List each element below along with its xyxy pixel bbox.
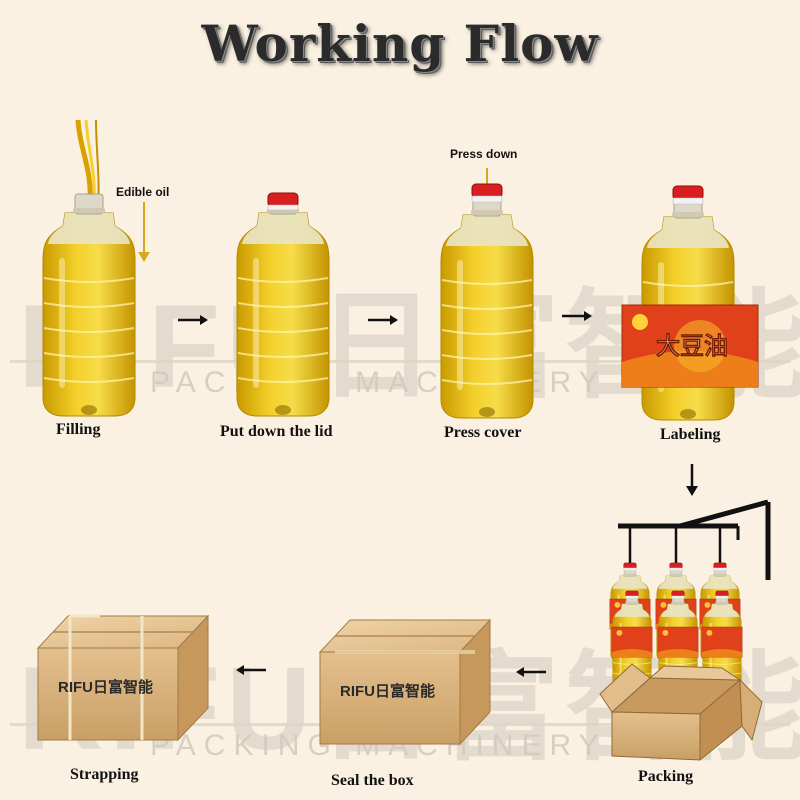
strapped-box-print: RIFU日富智能 (58, 679, 153, 696)
step-label-seal-box: Seal the box (331, 772, 414, 789)
lid-icon (267, 192, 299, 211)
step-label-strapping: Strapping (70, 766, 139, 783)
cap-labeled-icon (672, 185, 704, 205)
flow-arrow-4-head (686, 486, 698, 496)
flow-arrow-2 (366, 313, 400, 327)
open-box (599, 663, 763, 762)
packing-gantry (618, 499, 771, 580)
bottle-pressed (440, 195, 534, 419)
watermark-divider-top (10, 360, 790, 363)
page-title: Working Flow (201, 14, 599, 73)
flow-arrow-1 (176, 313, 210, 327)
step-label-filling: Filling (56, 421, 101, 438)
flow-arrow-6 (234, 663, 268, 677)
product-label (621, 304, 759, 388)
step-label-put-down-lid: Put down the lid (220, 423, 333, 440)
product-label-text: 大豆油 (656, 332, 728, 360)
step-label-packing: Packing (638, 768, 694, 785)
bottle-lid (236, 193, 330, 417)
straps (68, 614, 144, 740)
press-down-note: Press down (450, 147, 518, 161)
flow-arrow-3 (560, 309, 594, 323)
flow-arrow-5 (514, 665, 548, 679)
sealed-box-print: RIFU日富智能 (340, 683, 435, 700)
step-label-press-cover: Press cover (444, 424, 522, 441)
bottle-filling (42, 193, 136, 417)
cap-pressed-icon (471, 183, 503, 203)
edible-oil-arrowhead (138, 252, 150, 262)
edible-oil-note: Edible oil (116, 185, 170, 199)
step-label-labeling: Labeling (660, 426, 721, 443)
